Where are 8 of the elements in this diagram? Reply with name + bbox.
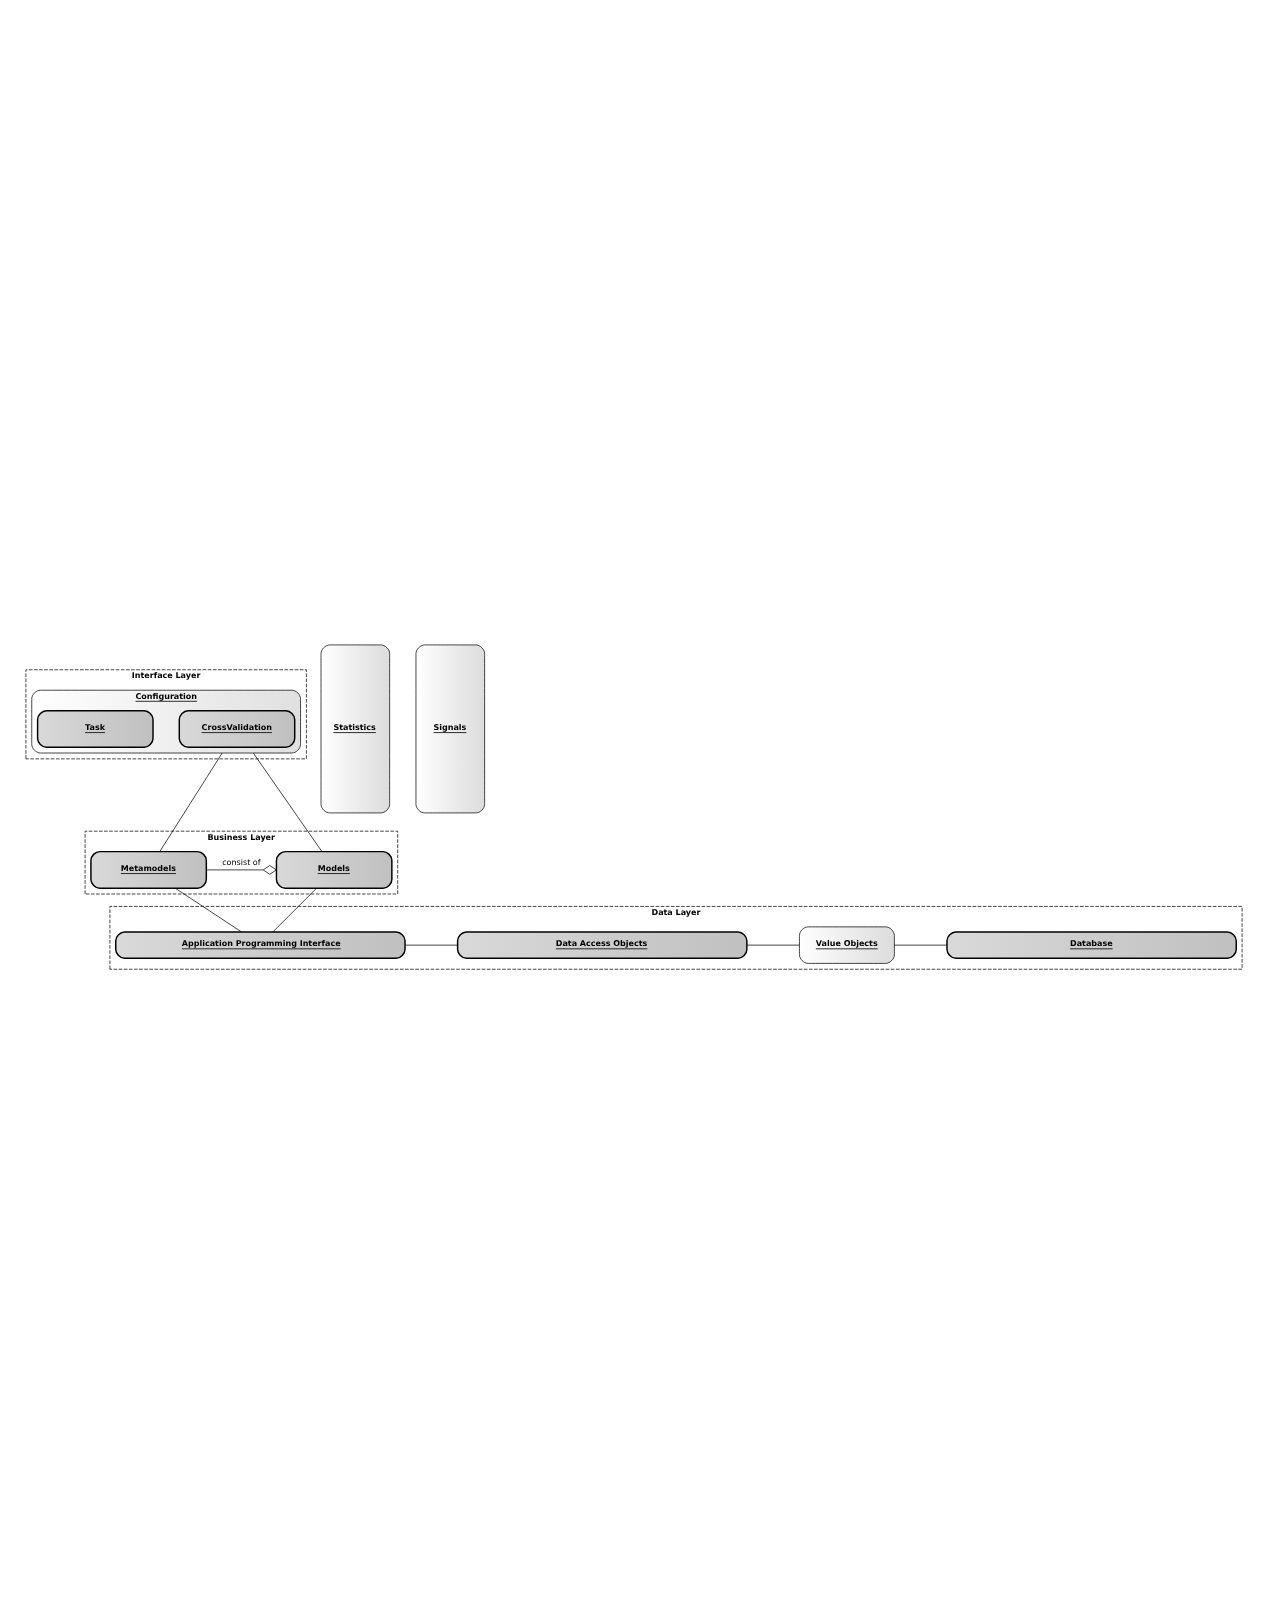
connector — [175, 887, 242, 933]
connector — [252, 752, 323, 852]
connector — [404, 944, 458, 946]
connector — [272, 887, 317, 933]
connector — [159, 752, 223, 852]
connector — [206, 865, 277, 875]
connector — [894, 944, 948, 946]
connector — [746, 944, 800, 946]
